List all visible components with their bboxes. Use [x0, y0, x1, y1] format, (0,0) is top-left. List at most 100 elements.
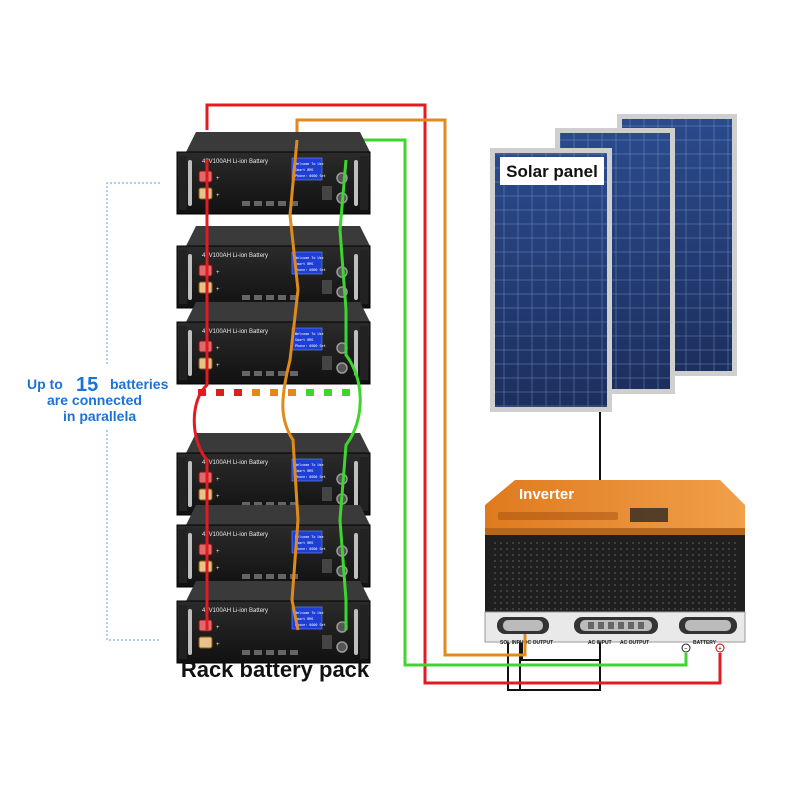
- indicator-button: [254, 295, 262, 300]
- indicator-button: [242, 201, 250, 206]
- battery-minus-sign: −: [685, 646, 688, 652]
- battery-module-label: 48V100AH Li-ion Battery: [202, 329, 268, 335]
- lcd-line: Welcome To Use: [295, 463, 324, 467]
- lcd-line: Phone: 0000 Set: [295, 475, 326, 479]
- indicator-button: [278, 295, 286, 300]
- terminal-sign: +: [216, 193, 220, 199]
- breaker: [322, 635, 332, 649]
- lcd-line: Welcome To Use: [295, 535, 324, 539]
- lcd-display: [291, 157, 323, 181]
- lcd-line: Phone: 0000 Set: [295, 547, 326, 551]
- indicator-button: [266, 201, 274, 206]
- battery-module: 48V100AH Li-ion Battery++Welcome To UseS…: [176, 505, 371, 588]
- breaker: [322, 559, 332, 573]
- battery-module-label: 48V100AH Li-ion Battery: [202, 253, 268, 259]
- caption-batteries: batteries: [110, 376, 169, 392]
- battery-module: 48V100AH Li-ion Battery++Welcome To UseS…: [176, 581, 371, 664]
- lcd-line: Smart BMS: [295, 469, 313, 473]
- terminal-sign: +: [216, 566, 220, 572]
- terminal-sign: +: [216, 549, 220, 555]
- lcd-line: Smart BMS: [295, 168, 313, 172]
- terminal-sign: +: [216, 287, 220, 293]
- negative-terminal: [198, 636, 213, 649]
- caption-max-count: 15: [76, 374, 98, 396]
- caption-up-to: Up to: [27, 376, 63, 392]
- indicator-button: [242, 650, 250, 655]
- solar-input-port-label: SOL INPUT: [500, 640, 527, 646]
- indicator-button: [290, 201, 298, 206]
- rack-battery-pack-label: Rack battery pack: [181, 657, 370, 682]
- breaker: [322, 356, 332, 370]
- lcd-line: Phone: 0000 Set: [295, 344, 326, 348]
- indicator-button: [242, 502, 250, 507]
- ac-input-port-label: AC INPUT: [588, 640, 612, 646]
- indicator-button: [290, 371, 298, 376]
- indicator-button: [254, 201, 262, 206]
- indicator-button: [278, 650, 286, 655]
- indicator-button: [278, 371, 286, 376]
- indicator-button: [290, 650, 298, 655]
- indicator-button: [278, 574, 286, 579]
- lcd-line: Welcome To Use: [295, 256, 324, 260]
- caption-in-parallela: in parallela: [63, 408, 136, 424]
- inverter-label: Inverter: [519, 486, 574, 503]
- battery-module-label: 48V100AH Li-ion Battery: [202, 532, 268, 538]
- comm-port: [336, 362, 348, 374]
- battery-module: 48V100AH Li-ion Battery + + Welcome To UseS…: [176, 132, 371, 215]
- terminal-sign: +: [216, 477, 220, 483]
- lcd-display: [291, 530, 323, 554]
- solar-panel-label-bg: [500, 157, 604, 185]
- indicator-button: [290, 502, 298, 507]
- breaker: [322, 280, 332, 294]
- battery-module-label: 48V100AH Li-ion Battery: [202, 159, 268, 165]
- battery-minus-terminal: [681, 643, 691, 653]
- ac-output-port-label: AC OUTPUT: [620, 640, 649, 646]
- battery-port-label: BATTERY: [693, 640, 717, 646]
- lcd-line: Phone: 0000 Set: [295, 623, 326, 627]
- indicator-button: [254, 574, 262, 579]
- breaker: [322, 186, 332, 200]
- terminal-sign: +: [216, 270, 220, 276]
- lcd-display: [291, 458, 323, 482]
- lcd-line: Welcome To Use: [295, 162, 324, 166]
- battery-port: [679, 617, 737, 634]
- terminal-sign: +: [216, 363, 220, 369]
- indicator-button: [254, 650, 262, 655]
- terminal-sign: +: [216, 625, 220, 631]
- terminal-sign: +: [216, 176, 220, 182]
- battery-module-label: 48V100AH Li-ion Battery: [202, 460, 268, 466]
- lcd-line: Smart BMS: [295, 617, 313, 621]
- lcd-line: Phone: 0000 Set: [295, 268, 326, 272]
- lcd-display: [291, 251, 323, 275]
- caption-are-connected: are connected: [47, 392, 142, 408]
- terminal-sign: +: [216, 346, 220, 352]
- breaker: [322, 487, 332, 501]
- indicator-button: [290, 295, 298, 300]
- solar-input-port: [497, 617, 549, 634]
- battery-plus-terminal: [715, 643, 725, 653]
- indicator-button: [242, 371, 250, 376]
- indicator-button: [266, 650, 274, 655]
- indicator-button: [266, 502, 274, 507]
- battery-plus-sign: +: [719, 646, 722, 652]
- indicator-button: [242, 295, 250, 300]
- solar-panel-array: Solar panel: [490, 114, 737, 412]
- dc-output-port-label: DC OUTPUT: [524, 640, 553, 646]
- lcd-line: Smart BMS: [295, 338, 313, 342]
- solar-panel-label: Solar panel: [506, 162, 598, 181]
- battery-module: 48V100AH Li-ion Battery++Welcome To UseS…: [176, 302, 371, 385]
- battery-module-label: 48V100AH Li-ion Battery: [202, 608, 268, 614]
- terminal-sign: +: [216, 642, 220, 648]
- svg-text:Up to: Up to: [27, 376, 63, 392]
- indicator-button: [266, 371, 274, 376]
- lcd-line: Phone: 0000 Set: [295, 174, 326, 178]
- terminal-sign: +: [216, 494, 220, 500]
- lcd-line: Smart BMS: [295, 262, 313, 266]
- parallel-bracket: [106, 182, 160, 641]
- battery-rack: 48V100AH Li-ion Battery++Welcome To UseS…: [176, 132, 371, 664]
- indicator-button: [266, 574, 274, 579]
- rack-wires: [192, 139, 362, 631]
- comm-port: [336, 641, 348, 653]
- inverter: Inverter SOL INPUT DC OUTPUT AC INPUT AC…: [484, 480, 746, 653]
